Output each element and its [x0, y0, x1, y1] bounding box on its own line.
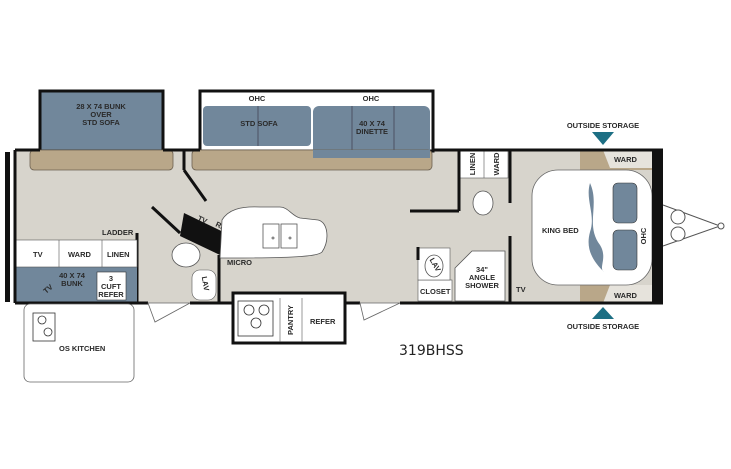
- bunk-slide-label: 28 X 74 BUNK: [76, 102, 126, 111]
- tv-bed-label: TV: [516, 285, 526, 294]
- arrow-up-icon: [592, 307, 614, 319]
- outside-storage-top-label: OUTSIDE STORAGE: [567, 121, 639, 130]
- linen-bunk-label: LINEN: [107, 250, 130, 259]
- living-slide: OHC OHC STD SOFA 40 X 74 DINETTE: [191, 89, 435, 171]
- entry-door[interactable]: [359, 302, 401, 321]
- refer-label: REFER: [310, 317, 336, 326]
- ward-bath-label: WARD: [492, 152, 501, 175]
- pantry-label: PANTRY: [286, 305, 295, 335]
- ward-top-label: WARD: [614, 155, 637, 164]
- dinette-label-2: DINETTE: [356, 127, 388, 136]
- king-bed: KING BED OHC: [531, 169, 653, 286]
- micro-label: MICRO: [227, 258, 252, 267]
- bunk-slide-label-2: OVER: [90, 110, 112, 119]
- model-name: 319BHSS: [399, 343, 464, 359]
- outside-storage-bottom-label: OUTSIDE STORAGE: [567, 322, 639, 331]
- ladder-label: LADDER: [102, 228, 134, 237]
- dinette-label: 40 X 74: [359, 119, 386, 128]
- ward-bunk-label: WARD: [68, 250, 91, 259]
- toilet-icon: [472, 190, 494, 216]
- os-kitchen-label: OS KITCHEN: [59, 344, 105, 353]
- cuft-refer-label-3: REFER: [98, 290, 124, 299]
- ward-bottom-label: WARD: [614, 291, 637, 300]
- hitch-icon: [662, 204, 725, 247]
- king-bed-label: KING BED: [542, 226, 579, 235]
- lav-sink-icon: [424, 254, 444, 278]
- galley: PANTRY REFER: [231, 291, 347, 345]
- bunk-label-2: BUNK: [61, 279, 83, 288]
- table-icon: [171, 242, 201, 268]
- shower-label-3: SHOWER: [465, 281, 499, 290]
- bunk-label: 40 X 74: [59, 271, 86, 280]
- stove-burner-icon: [243, 304, 270, 329]
- bunk-slide: 28 X 74 BUNK OVER STD SOFA: [29, 89, 174, 171]
- outdoor-kitchen: OS KITCHEN: [23, 303, 135, 383]
- ohc-label: OHC: [363, 94, 380, 103]
- entry-door[interactable]: [147, 302, 191, 323]
- kitchen-island: [219, 206, 328, 259]
- cuft-refer-label-2: CUFT: [101, 282, 121, 291]
- arrow-down-icon: [592, 132, 614, 145]
- tv-bunk-label: TV: [33, 250, 43, 259]
- burner-icon: [37, 315, 47, 325]
- lav-1-label: LAV: [200, 276, 211, 292]
- shower-label: 34": [476, 265, 488, 274]
- ohc-bed-label: OHC: [639, 227, 648, 244]
- std-sofa-label: STD SOFA: [240, 119, 278, 128]
- ohc-label: OHC: [249, 94, 266, 103]
- burner-icon: [43, 327, 53, 337]
- tv-rad-label: TV: [196, 214, 208, 226]
- closet-label: CLOSET: [420, 287, 451, 296]
- front-wall: [652, 150, 663, 304]
- linen-bath-label: LINEN: [468, 153, 477, 176]
- rear-bumper: [5, 152, 10, 302]
- sink-icon: [262, 223, 298, 249]
- shower-label-2: ANGLE: [469, 273, 495, 282]
- cuft-refer-label: 3: [109, 274, 113, 283]
- bunk-slide-label-3: STD SOFA: [82, 118, 120, 127]
